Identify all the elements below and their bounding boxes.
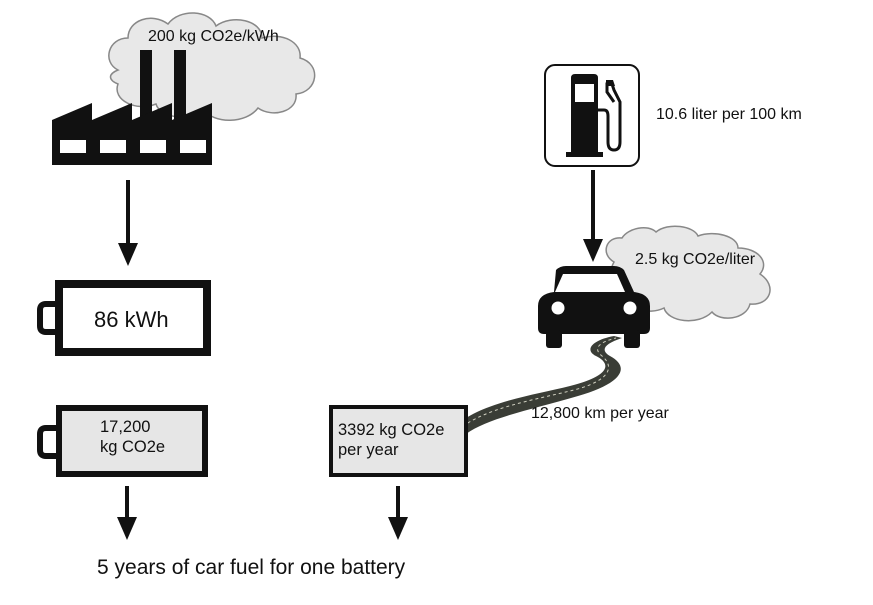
car-icon (538, 266, 650, 348)
fuel-emission-label: 2.5 kg CO2e/liter (635, 251, 756, 268)
conclusion-label: 5 years of car fuel for one battery (97, 556, 406, 579)
battery-emission-line2: kg CO2e (100, 438, 166, 456)
battery-emission-line1: 17,200 (100, 418, 151, 436)
arrow-down-icon (118, 180, 138, 266)
road-icon (448, 336, 622, 434)
arrow-down-icon (117, 486, 137, 540)
battery-emission-icon (37, 405, 208, 477)
distance-label: 12,800 km per year (531, 405, 669, 422)
fuel-consumption-label: 10.6 liter per 100 km (656, 106, 802, 123)
factory-emission-label: 200 kg CO2e/kWh (148, 28, 279, 45)
car-emission-line1: 3392 kg CO2e (338, 421, 445, 439)
car-emission-line2: per year (338, 441, 399, 459)
arrow-down-icon (388, 486, 408, 540)
car-emission-box (329, 405, 468, 477)
battery-capacity-label: 86 kWh (94, 307, 169, 332)
factory-icon (52, 50, 212, 165)
battery-icon (37, 280, 211, 356)
arrow-down-icon (583, 170, 603, 262)
car-cloud-icon (605, 225, 771, 322)
fuel-pump-icon (544, 64, 640, 167)
